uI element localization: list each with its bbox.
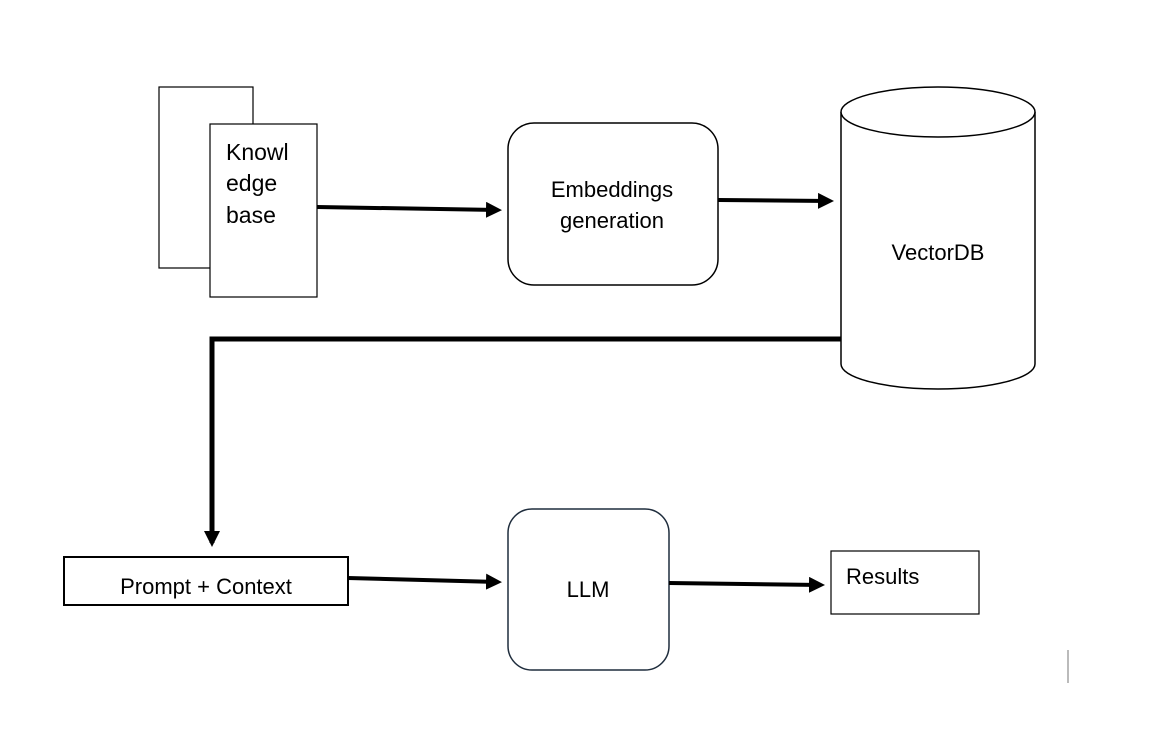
knowledge-base-label-line-3: base <box>226 202 276 228</box>
edge-knowledge-to-embeddings <box>316 201 502 218</box>
vectordb-node: VectorDB <box>840 86 1036 390</box>
edge-vectordb-to-prompt <box>204 336 841 547</box>
knowledge-base-label-line-1: Knowl <box>226 139 289 165</box>
knowledge-base-node: Knowl edge base <box>158 86 318 298</box>
llm-node: LLM <box>507 508 670 671</box>
embeddings-generation-node: Embeddings generation <box>507 122 719 286</box>
embeddings-label-line-1: Embeddings <box>551 177 673 202</box>
llm-box <box>507 508 670 671</box>
embeddings-generation-box <box>507 122 719 286</box>
llm-label: LLM <box>567 577 610 602</box>
knowledge-base-label-line-2: edge <box>226 170 277 196</box>
prompt-context-label: Prompt + Context <box>120 574 292 599</box>
knowledge-base-front-page <box>209 123 318 298</box>
results-box <box>830 550 980 615</box>
results-label: Results <box>846 564 919 589</box>
edge-prompt-to-llm <box>347 573 502 590</box>
vectordb-label: VectorDB <box>892 240 985 265</box>
prompt-context-node: Prompt + Context <box>63 556 349 606</box>
vectordb-cylinder-body <box>840 112 1036 390</box>
embeddings-label-line-2: generation <box>560 208 664 233</box>
results-node: Results <box>830 550 980 615</box>
edge-llm-to-results <box>668 576 825 593</box>
vectordb-cylinder-top <box>840 86 1036 138</box>
prompt-context-box <box>63 556 349 606</box>
edge-embeddings-to-vectordb <box>717 192 834 209</box>
